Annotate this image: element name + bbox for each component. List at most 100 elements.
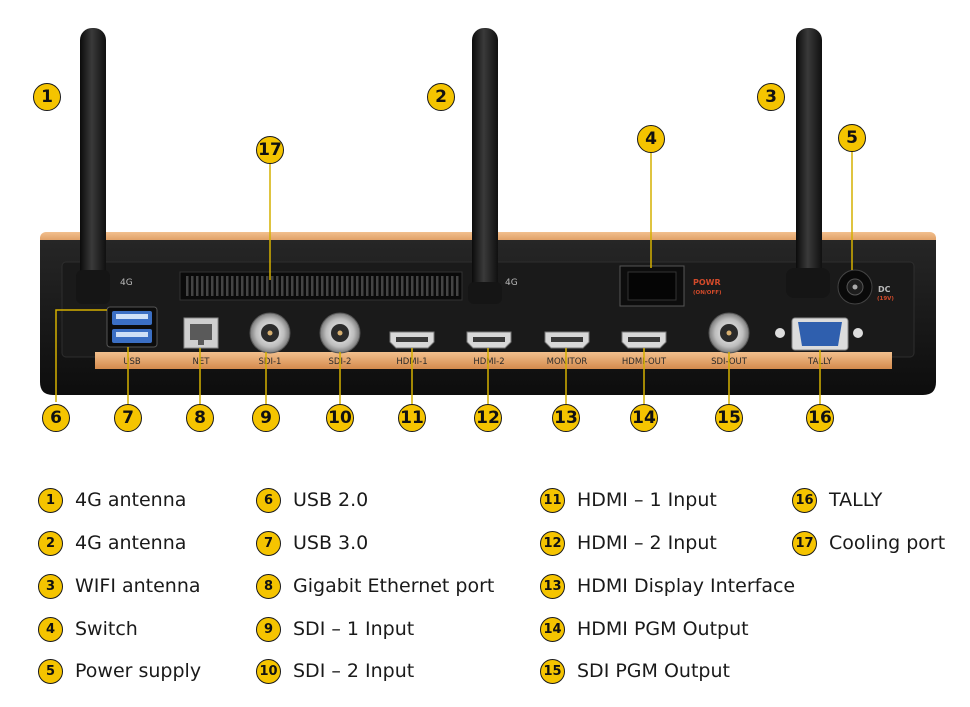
legend-text: SDI – 2 Input [293,660,415,682]
vent-slot [446,276,449,296]
vent-slot [331,276,334,296]
legend-badge: 6 [256,487,281,513]
legend-text: Cooling port [829,532,946,554]
callout-7: 7 [114,404,142,432]
vent-slot [261,276,264,296]
callout-10: 10 [326,404,354,432]
legend-text: HDMI PGM Output [577,618,749,640]
vent-slot [286,276,289,296]
vent-slot [271,276,274,296]
vent-slot [326,276,329,296]
hdmi-2-port[interactable] [466,331,512,349]
legend-item-5: 5 Power supply [38,656,201,686]
vent-slot [241,276,244,296]
callout-12: 12 [474,404,502,432]
legend-text: USB 2.0 [293,489,369,511]
sdi-out-port[interactable] [708,312,750,354]
callout-5: 5 [838,124,866,152]
monitor-port[interactable] [544,331,590,349]
vent-slot [206,276,209,296]
vent-slot [251,276,254,296]
legend-item-6: 6 USB 2.0 [256,485,368,515]
legend-badge: 11 [540,487,565,513]
hdmi-out-port[interactable] [621,331,667,349]
hdmi-1-port[interactable] [389,331,435,349]
port-label-usb: USB [123,357,141,367]
legend-item-17: 17 Cooling port [792,528,945,558]
vent-slot [336,276,339,296]
sdi-1-port[interactable] [249,312,291,354]
power-label: POWR [693,278,721,287]
legend-text: Gigabit Ethernet port [293,575,495,597]
legend-badge: 15 [540,658,565,684]
callout-16: 16 [806,404,834,432]
callout-3: 3 [757,83,785,111]
power-sublabel: (ON/OFF) [693,290,722,296]
vent-slot [226,276,229,296]
device-illustration: 4G 4G POWR (ON/OFF) DC (19V) [40,28,936,404]
vent-slot [366,276,369,296]
legend-badge: 2 [38,530,63,556]
sdi-2-port[interactable] [319,312,361,354]
vent-slot [221,276,224,296]
legend-badge: 12 [540,530,565,556]
legend-badge: 4 [38,616,63,642]
vent-slot [391,276,394,296]
dc-jack[interactable] [837,269,873,305]
vent-slot [441,276,444,296]
port-label-hdmi-2: HDMI-2 [473,357,504,367]
callout-8: 8 [186,404,214,432]
legend-text: Switch [75,618,138,640]
vent-slot [266,276,269,296]
callout-2: 2 [427,83,455,111]
vent-slot [426,276,429,296]
antenna-2 [468,28,502,304]
antenna-2-label: 4G [505,278,518,288]
power-switch[interactable] [619,265,685,307]
vent-slot [341,276,344,296]
vent-slot [281,276,284,296]
antenna-1-label: 4G [120,278,133,288]
port-label-sdi-1: SDI-1 [259,357,282,367]
legend-text: SDI PGM Output [577,660,730,682]
vent-slot [211,276,214,296]
vent-slot [201,276,204,296]
vent-slot [256,276,259,296]
legend-badge: 17 [792,530,817,556]
legend-text: SDI – 1 Input [293,618,415,640]
callout-17: 17 [256,136,284,164]
legend-badge: 10 [256,658,281,684]
vent-slot [346,276,349,296]
leader-lines [55,150,853,404]
vent-slot [191,276,194,296]
vent-slot [351,276,354,296]
legend-badge: 5 [38,658,63,684]
usb-ports[interactable] [106,306,158,348]
legend-text: WIFI antenna [75,575,201,597]
vent-slot [401,276,404,296]
callout-4: 4 [637,125,665,153]
vent-slot [296,276,299,296]
callout-14: 14 [630,404,658,432]
vent-slot [456,276,459,296]
tally-port[interactable] [775,317,863,351]
vent-slot [276,276,279,296]
vent-slot [301,276,304,296]
vent-slot [291,276,294,296]
vent-slot [451,276,454,296]
legend-badge: 14 [540,616,565,642]
legend-text: 4G antenna [75,489,187,511]
ethernet-port[interactable] [183,317,219,349]
legend-text: TALLY [829,489,883,511]
legend-text: Power supply [75,660,202,682]
callout-9: 9 [252,404,280,432]
port-label-strip [95,352,892,369]
legend-item-10: 10 SDI – 2 Input [256,656,414,686]
